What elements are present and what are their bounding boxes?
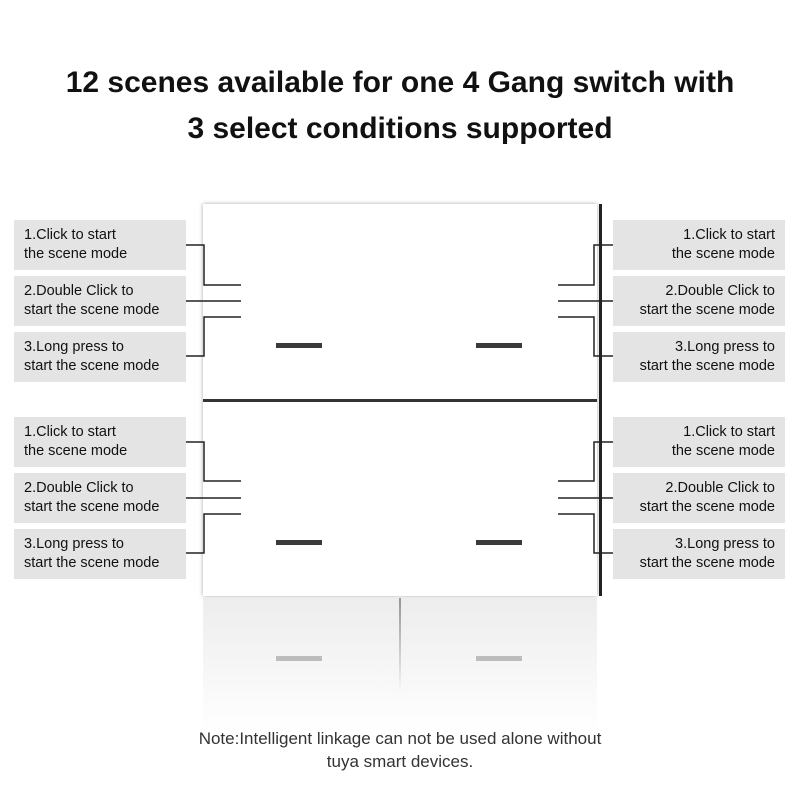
gang-3-indicator[interactable]	[276, 540, 322, 545]
switch-reflection	[203, 598, 597, 733]
four-gang-switch-panel	[203, 204, 602, 596]
vertical-divider	[599, 204, 602, 596]
note-line-2: tuya smart devices.	[326, 752, 474, 771]
headline-line-2: 3 select conditions supported	[187, 112, 613, 145]
note-line-1: Note:Intelligent linkage can not be used…	[198, 729, 602, 748]
horizontal-divider	[203, 399, 597, 402]
gang-1-indicator[interactable]	[276, 343, 322, 348]
headline-line-1: 12 scenes available for one 4 Gang switc…	[65, 66, 735, 99]
gang-4-indicator[interactable]	[476, 540, 522, 545]
gang-2-indicator[interactable]	[476, 343, 522, 348]
